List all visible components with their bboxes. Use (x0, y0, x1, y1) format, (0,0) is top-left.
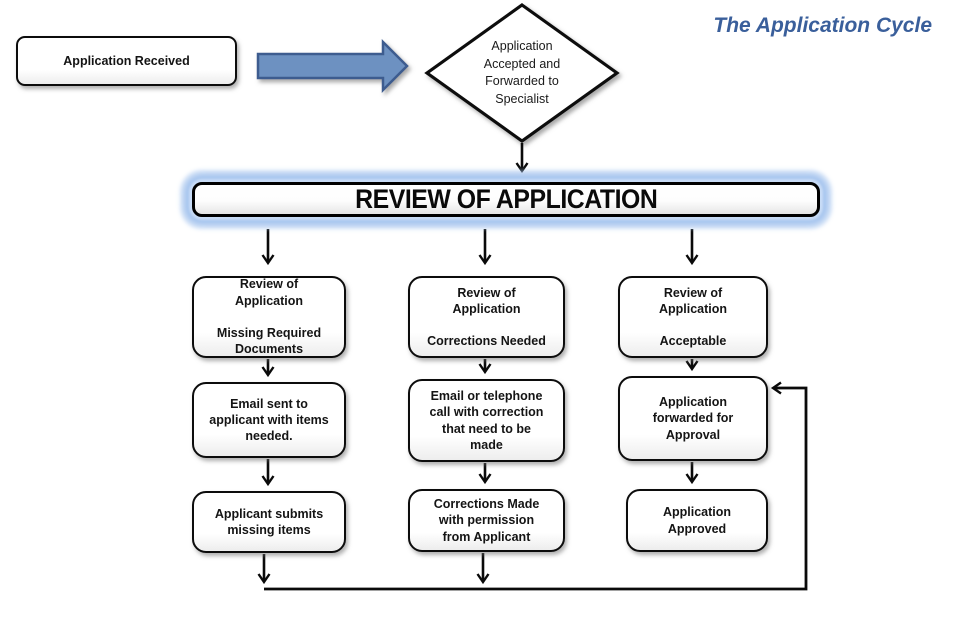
col1-step2-email-sent: Email sent to applicant with items neede… (192, 382, 346, 458)
start-box-label: Application Received (63, 53, 190, 68)
col3-step3-application-approved: Application Approved (626, 489, 768, 552)
col2-step2-email-or-telephone: Email or telephone call with correction … (408, 379, 565, 462)
decision-diamond-label: Application Accepted and Forwarded to Sp… (483, 39, 561, 106)
col2-step3-corrections-made: Corrections Made with permission from Ap… (408, 489, 565, 552)
start-box-application-received: Application Received (16, 36, 237, 86)
col2-step1-corrections-needed: Review of Application Corrections Needed (408, 276, 565, 358)
page-title: The Application Cycle (713, 14, 932, 37)
review-banner-label: REVIEW OF APPLICATION (354, 184, 658, 214)
decision-diamond-shape (424, 3, 620, 143)
col3-step1-acceptable: Review of Application Acceptable (618, 276, 768, 358)
connector-loop-to-approval-box (264, 381, 808, 591)
col1-step3-applicant-submits: Applicant submits missing items (192, 491, 346, 553)
col1-step1-missing-documents: Review of Application Missing Required D… (192, 276, 346, 358)
review-of-application-banner: REVIEW OF APPLICATION (192, 182, 820, 217)
right-block-arrow-icon (256, 38, 409, 94)
col3-step2-forwarded-for-approval: Application forwarded for Approval (618, 376, 768, 461)
